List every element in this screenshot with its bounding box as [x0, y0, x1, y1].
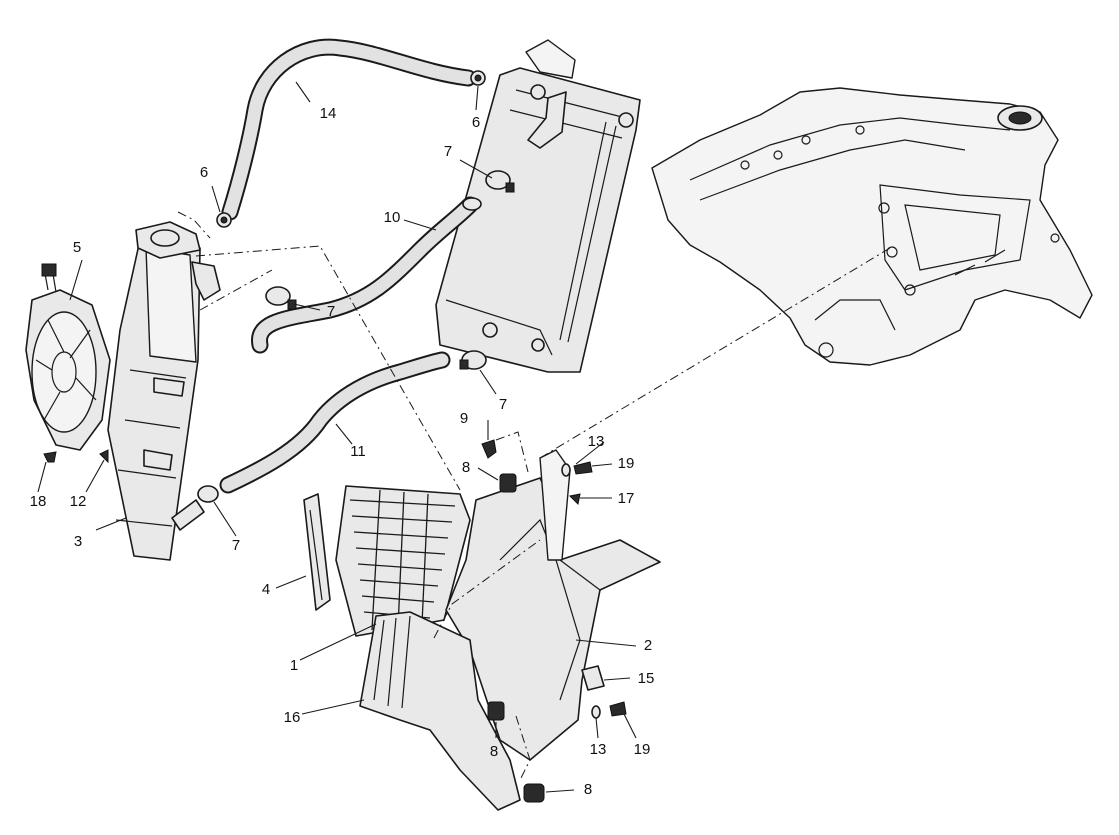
callout-2: 2	[644, 637, 652, 654]
callout-14: 14	[320, 105, 337, 122]
hose-10	[251, 196, 482, 354]
screw-19-b	[609, 701, 627, 717]
upper-radiator	[435, 39, 641, 373]
callout-7-right: 7	[499, 396, 507, 413]
screw-19-a	[573, 461, 593, 475]
clamp-6-top	[470, 70, 486, 86]
callout-9: 9	[460, 410, 468, 427]
grommet-8-c	[523, 783, 545, 803]
callout-18: 18	[30, 493, 47, 510]
side-panel-4	[303, 493, 331, 611]
callout-11: 11	[350, 443, 366, 460]
left-radiator	[107, 221, 221, 561]
clamp-6-left	[216, 212, 232, 228]
callout-6-left: 6	[200, 164, 208, 181]
clamp-7-c	[459, 350, 487, 370]
hose-14	[221, 38, 477, 221]
callout-6-top: 6	[472, 114, 480, 131]
washer-13-a	[561, 463, 571, 477]
screw-18	[43, 451, 57, 463]
callout-1: 1	[290, 657, 298, 674]
callouts: 14 6 6 7 10 7 7 11 5 7 3 18 12 4 1 16 2 …	[30, 105, 655, 798]
leader-lines	[37, 81, 637, 793]
callout-13-top: 13	[588, 433, 605, 450]
callout-19-top: 19	[618, 455, 635, 472]
clamp-7-b	[265, 286, 297, 310]
callout-4: 4	[262, 581, 270, 598]
callout-5: 5	[73, 239, 81, 256]
callout-12: 12	[70, 493, 87, 510]
fan-assembly	[25, 263, 111, 451]
grommet-8-b	[487, 701, 505, 721]
clamp-7-d	[197, 485, 219, 503]
callout-16: 16	[284, 709, 301, 726]
callout-15: 15	[638, 670, 655, 687]
callout-8-bottom: 8	[584, 781, 592, 798]
frame	[651, 87, 1093, 366]
callout-13-bottom: 13	[590, 741, 607, 758]
callout-7-top: 7	[444, 143, 452, 160]
callout-7-mid: 7	[327, 303, 335, 320]
callout-10: 10	[384, 209, 401, 226]
grommet-8-a	[499, 473, 517, 493]
screw-17	[568, 493, 581, 506]
washer-13-b	[591, 705, 601, 719]
nut-15	[581, 665, 605, 691]
cover-2	[445, 449, 661, 761]
screw-9	[481, 439, 497, 459]
callout-3: 3	[74, 533, 82, 550]
hose-11	[219, 351, 451, 494]
callout-7-low: 7	[232, 537, 240, 554]
clamp-7-a	[485, 170, 515, 193]
callout-8-mid: 8	[490, 743, 498, 760]
screw-12	[99, 449, 109, 464]
lower-panel-16	[359, 611, 521, 811]
callout-8-top: 8	[462, 459, 470, 476]
assembly-lines	[177, 211, 891, 781]
callout-19-bottom: 19	[634, 741, 651, 758]
callout-17: 17	[618, 490, 635, 507]
